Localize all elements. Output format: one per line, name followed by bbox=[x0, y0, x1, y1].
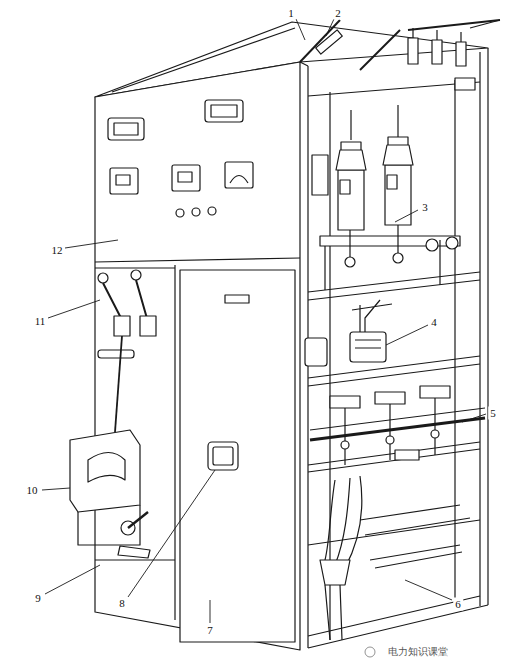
callout-number: 7 bbox=[205, 624, 215, 637]
callout-number: 2 bbox=[333, 7, 343, 20]
callout-number: 5 bbox=[488, 407, 498, 420]
circuit-breaker bbox=[312, 105, 460, 290]
callout-number: 6 bbox=[453, 598, 463, 611]
instrument-panel bbox=[95, 100, 300, 262]
leader-lines bbox=[42, 19, 486, 623]
operating-mechanism bbox=[70, 265, 175, 620]
current-transformers bbox=[305, 300, 392, 366]
cabinet-door bbox=[180, 270, 295, 642]
watermark: 电力知识课堂 bbox=[386, 646, 450, 658]
callout-number: 10 bbox=[25, 484, 40, 497]
callout-number: 4 bbox=[429, 316, 439, 329]
callout-number: 9 bbox=[33, 592, 43, 605]
frame bbox=[308, 48, 488, 648]
top-bushings bbox=[300, 20, 500, 90]
front-face bbox=[95, 62, 300, 650]
watermark-icon bbox=[365, 647, 375, 657]
callout-number: 8 bbox=[117, 597, 127, 610]
cable-terminations bbox=[320, 476, 470, 640]
callout-number: 11 bbox=[33, 315, 48, 328]
busbars bbox=[310, 386, 485, 465]
callout-number: 12 bbox=[50, 244, 65, 257]
callout-number: 1 bbox=[286, 7, 296, 20]
callout-number: 3 bbox=[420, 201, 430, 214]
